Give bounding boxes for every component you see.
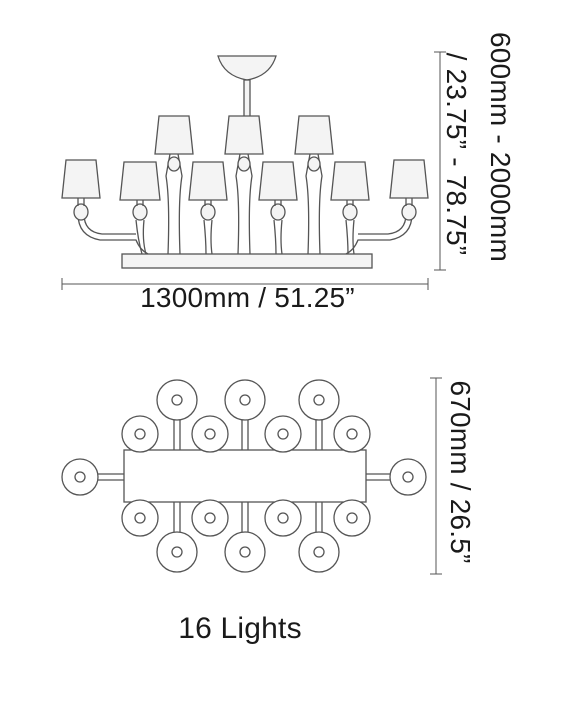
short-stems [135, 219, 355, 255]
plan-view [61, 377, 442, 575]
shade-stubs [77, 198, 413, 206]
lights-count-caption: 16 Lights [178, 612, 302, 645]
front-elevation [61, 51, 446, 290]
height-imperial-label: / 23.75” - 78.75” [441, 52, 472, 256]
left-arm [77, 213, 149, 255]
tall-stems [165, 153, 323, 255]
height-metric-label: 600mm - 2000mm [485, 32, 516, 262]
lamp-shades-upper [154, 115, 334, 155]
plan-base-plate [123, 449, 367, 503]
suspension-rod [243, 79, 251, 119]
ceiling-canopy [217, 55, 277, 81]
right-arm [345, 213, 413, 255]
depth-label: 670mm / 26.5” [445, 380, 476, 564]
lamp-shades-lower [61, 159, 429, 201]
width-label: 1300mm / 51.25” [140, 282, 355, 313]
depth-dimension-line [430, 377, 442, 575]
candle-cups [73, 156, 417, 221]
base-plate [121, 253, 373, 269]
plan-candle-centers [74, 394, 414, 558]
height-dimension-line [434, 51, 446, 271]
left-arm-inner [83, 213, 136, 235]
width-dimension-line [61, 278, 429, 290]
right-arm-inner [358, 213, 407, 235]
